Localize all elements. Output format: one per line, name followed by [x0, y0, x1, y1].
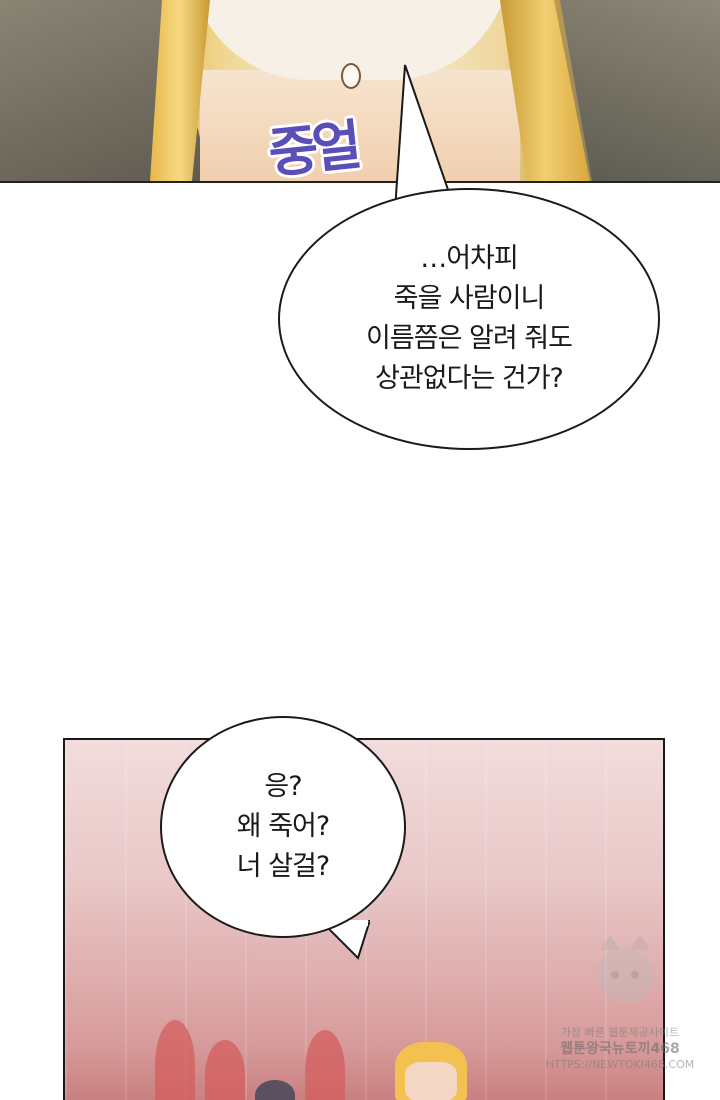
watermark-line1: 가장 빠른 웹툰제공사이트 [560, 1026, 680, 1039]
speech-text-bottom: 응? 왜 죽어? 너 살걸? [236, 767, 330, 887]
watermark: 가장 빠른 웹툰제공사이트 웹툰왕국뉴토끼468 HTTPS://NEWTOKI… [545, 1025, 695, 1073]
speech-line: …어차피 [420, 243, 519, 274]
speech-bubble-top: …어차피 죽을 사람이니 이름쯤은 알려 줘도 상관없다는 건가? [278, 188, 660, 450]
shirt-button [341, 63, 361, 89]
watermark-mascot-icon [597, 935, 653, 1003]
red-flame [155, 1020, 195, 1100]
speech-text-top: …어차피 죽을 사람이니 이름쯤은 알려 줘도 상관없다는 건가? [366, 239, 573, 399]
speech-line: 응? [264, 771, 302, 802]
speech-line: 너 살걸? [236, 851, 330, 882]
speech-line: 왜 죽어? [236, 811, 330, 842]
watermark-url: HTTPS://NEWTOKI468.COM [545, 1058, 695, 1071]
speech-line: 죽을 사람이니 [393, 283, 546, 314]
red-flame [305, 1030, 345, 1100]
blonde-character-face [405, 1062, 457, 1100]
speech-line: 이름쯤은 알려 줘도 [366, 323, 573, 354]
bubble-tail-bottom [320, 920, 370, 960]
dark-haired-character [255, 1080, 295, 1100]
red-flame [205, 1040, 245, 1100]
speech-bubble-bottom: 응? 왜 죽어? 너 살걸? [160, 716, 406, 938]
top-panel-artwork [0, 0, 720, 183]
sound-effect-text: 중얼 [265, 113, 359, 186]
shirt [200, 70, 520, 181]
speech-line: 상관없다는 건가? [375, 363, 564, 394]
watermark-line2: 웹툰왕국뉴토끼468 [560, 1041, 680, 1057]
coat-right [560, 0, 720, 181]
